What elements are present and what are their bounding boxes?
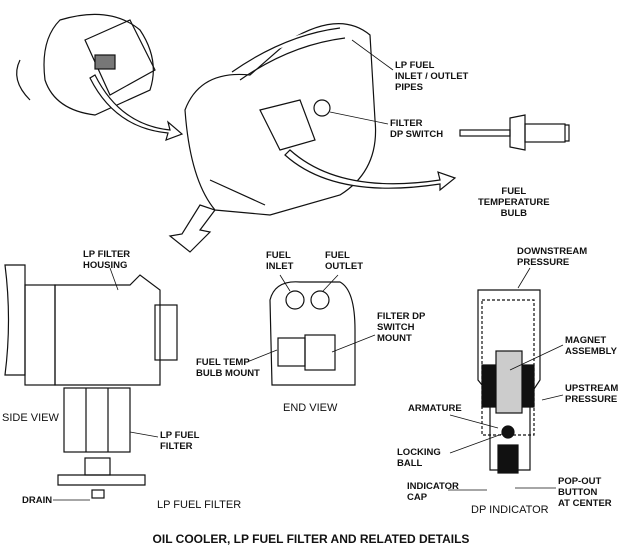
label-line: LP FILTER <box>83 249 131 260</box>
label-line: ASSEMBLY <box>565 346 617 357</box>
label-line: FUEL TEMP <box>196 357 250 368</box>
side-view-drawing <box>4 264 178 499</box>
arrow-cooler-to-filter <box>168 204 216 253</box>
arrow-engine-to-cooler <box>89 74 184 141</box>
label-line: BALL <box>397 458 423 469</box>
label-line: CAP <box>407 492 428 503</box>
end-view-drawing <box>269 281 356 386</box>
engine-drawing <box>16 13 156 116</box>
label-armature: ARMATURE <box>408 403 462 414</box>
label-line: FUEL <box>266 250 291 261</box>
label-line: DP SWITCH <box>390 129 444 140</box>
label-line: PRESSURE <box>565 394 618 405</box>
label-line: SWITCH <box>377 322 415 333</box>
figure-caption: OIL COOLER, LP FUEL FILTER AND RELATED D… <box>152 532 470 546</box>
label-line: FILTER <box>160 441 193 452</box>
label-line: BULB MOUNT <box>196 368 260 379</box>
label-line: AT CENTER <box>558 498 612 509</box>
label-line: LP FUEL <box>160 430 200 441</box>
label-line: BULB <box>500 208 527 219</box>
label-line: FUEL <box>325 250 350 261</box>
label-line: FILTER <box>390 118 423 129</box>
label-drain: DRAIN <box>22 495 53 506</box>
temperature-bulb-drawing <box>459 114 570 151</box>
label-line: OUTLET <box>325 261 363 272</box>
label-line: LP FUEL <box>395 60 435 71</box>
label-line: HOUSING <box>83 260 128 271</box>
dp-indicator-drawing <box>477 289 541 474</box>
label-line: MAGNET <box>565 335 607 346</box>
label-line: INLET / OUTLET <box>395 71 469 82</box>
label-line: LOCKING <box>397 447 441 458</box>
label-end-view: END VIEW <box>283 402 338 414</box>
label-line: POP-OUT <box>558 476 602 487</box>
label-dp-indicator: DP INDICATOR <box>471 504 549 516</box>
label-line: INDICATOR <box>407 481 459 492</box>
label-side-view: SIDE VIEW <box>2 412 59 424</box>
label-line: BUTTON <box>558 487 598 498</box>
label-line: MOUNT <box>377 333 412 344</box>
label-line: PRESSURE <box>517 257 570 268</box>
label-lp-fuel-filter-title: LP FUEL FILTER <box>157 499 242 511</box>
label-line: PIPES <box>395 82 423 93</box>
oil-cooler-drawing <box>184 23 377 216</box>
label-line: FILTER DP <box>377 311 426 322</box>
filter-element <box>63 387 131 453</box>
label-line: DOWNSTREAM <box>517 246 588 257</box>
arrow-cooler-to-bulb <box>284 149 457 192</box>
label-line: INLET <box>266 261 294 272</box>
label-line: TEMPERATURE <box>478 197 550 208</box>
label-line: UPSTREAM <box>565 383 619 394</box>
label-line: FUEL <box>501 186 527 197</box>
leader-lines <box>53 39 564 501</box>
